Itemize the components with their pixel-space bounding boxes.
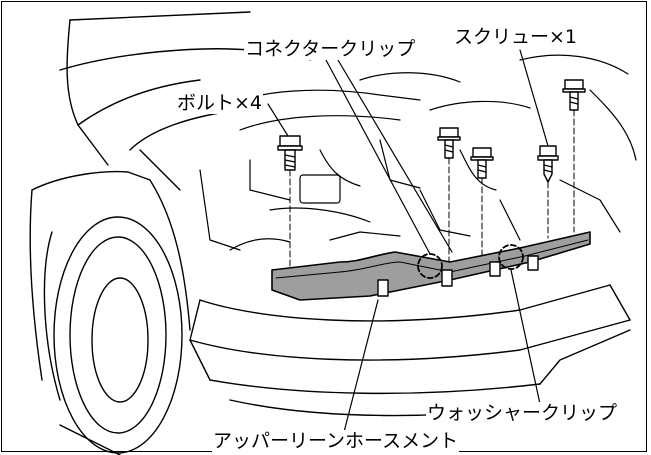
leader-connector-clip-2	[337, 59, 453, 253]
label-screw: スクリュー×1	[453, 26, 579, 48]
leader-washer-clip	[510, 269, 541, 405]
fender-and-wheel	[29, 170, 191, 455]
screw-icon	[537, 145, 559, 183]
leader-lines	[267, 49, 549, 433]
bolt-icon	[562, 79, 586, 111]
label-upper-reinforcement: アッパーリーンホースメント	[212, 430, 460, 452]
fastener-axes	[289, 109, 575, 269]
bolt-icon	[437, 127, 461, 159]
label-washer-clip: ウォッシャークリップ	[426, 402, 619, 424]
label-bolt: ボルト×4	[176, 92, 264, 114]
bolts	[277, 79, 586, 179]
leader-connector-clip	[325, 59, 431, 255]
bolt-icon	[277, 135, 303, 171]
washer-clip-marker	[498, 244, 524, 270]
upper-reinforcement-member	[271, 231, 591, 301]
leader-upper-member	[343, 299, 379, 433]
label-connector-clip: コネクタークリップ	[244, 38, 417, 60]
bolt-icon	[470, 147, 494, 179]
leader-bolt	[267, 103, 289, 137]
leader-screw	[519, 49, 549, 147]
front-bumper	[189, 284, 631, 417]
